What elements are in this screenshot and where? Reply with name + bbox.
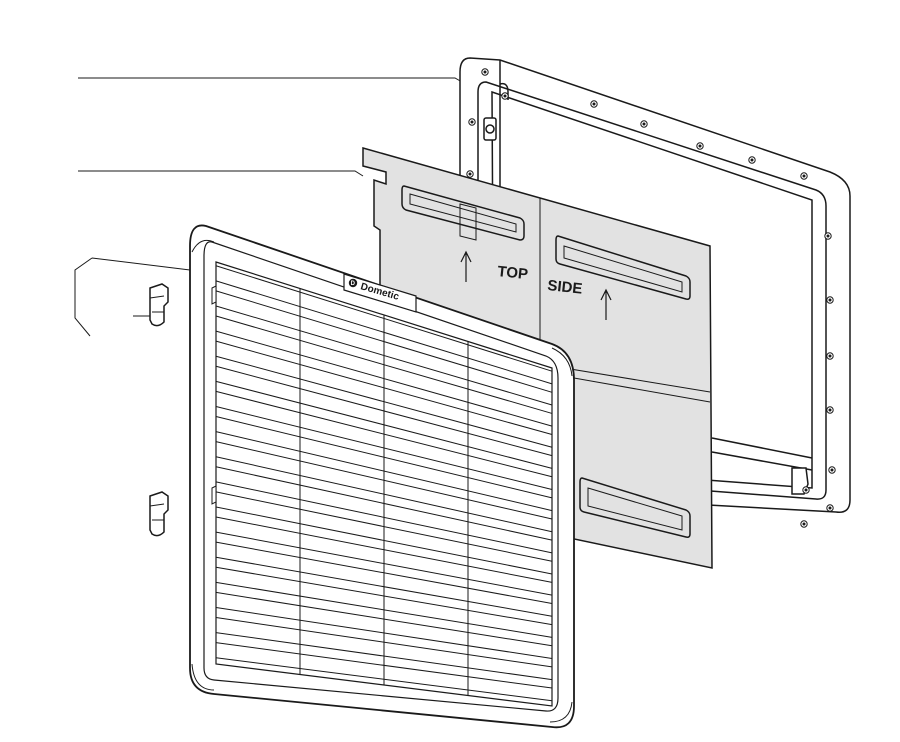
brand-logo-icon — [348, 278, 358, 288]
screw-head-dot — [698, 144, 702, 148]
cover-plate-slot-top-right — [555, 235, 691, 300]
screw-head-dot — [802, 174, 806, 178]
screw-head-dot — [750, 158, 754, 162]
screw-head-dot — [828, 506, 832, 510]
screw-head-dot — [468, 172, 472, 176]
screw-head-dot — [592, 102, 596, 106]
clip-top — [149, 283, 169, 327]
cover-plate-slot-bottom-inner — [587, 487, 683, 531]
leader-line-frame — [78, 77, 463, 83]
screw-head-dot — [828, 354, 832, 358]
clip-bottom — [149, 491, 169, 537]
screw-head-dot — [828, 298, 832, 302]
clip-bottom-body — [149, 491, 169, 537]
screw-head-dot — [830, 468, 834, 472]
label-side: SIDE — [547, 277, 584, 298]
label-top: TOP — [497, 263, 529, 283]
frame-screws — [466, 68, 836, 528]
screw-head-dot — [483, 70, 487, 74]
clip-bottom-face — [149, 503, 165, 521]
screw-head-dot — [470, 120, 474, 124]
cover-plate-slot-top-left-inner — [409, 193, 517, 233]
grille-louver-field — [215, 261, 553, 707]
arrow-up-left — [460, 250, 472, 282]
clip-top-body — [149, 283, 169, 327]
grille-corner-tl — [191, 239, 215, 253]
leader-line-clip-bracket — [74, 257, 191, 337]
grille-corner-tr — [551, 347, 573, 377]
leader-line-cover-plate — [78, 170, 364, 177]
frame-inner-opening — [477, 81, 827, 500]
screw-head-dot — [642, 122, 646, 126]
cover-plate-slot-mid-left — [459, 203, 477, 241]
arrow-up-right — [600, 288, 612, 320]
grille-frame-bevel — [203, 241, 559, 712]
grille-slot-upper — [211, 285, 217, 305]
screw-head-dot — [826, 234, 830, 238]
cover-plate-slot-top-left — [401, 185, 525, 241]
front-grille — [189, 224, 575, 729]
frame-hinge-screw — [485, 124, 495, 134]
clips — [149, 283, 169, 537]
brand-logo-mark: D — [351, 281, 356, 287]
cover-plate-slot-left — [0, 0, 1, 1]
screw-head-dot — [802, 522, 806, 526]
cover-plate-slot-top-right-inner — [563, 245, 683, 293]
grille-corner-bl — [191, 663, 215, 691]
screw-head-dot — [828, 408, 832, 412]
screw-head-dot — [804, 488, 808, 492]
clip-top-face — [149, 295, 165, 313]
screw-head-dot — [503, 94, 507, 98]
frame-latch-top — [499, 82, 509, 100]
grille-corner-br — [549, 701, 573, 723]
cover-plate-slot-bottom — [579, 477, 691, 538]
grille-louver-dividers — [299, 288, 469, 696]
brand-badge — [343, 273, 417, 313]
frame-inner-bottom — [711, 437, 813, 471]
grille-slot-lower — [211, 485, 217, 505]
